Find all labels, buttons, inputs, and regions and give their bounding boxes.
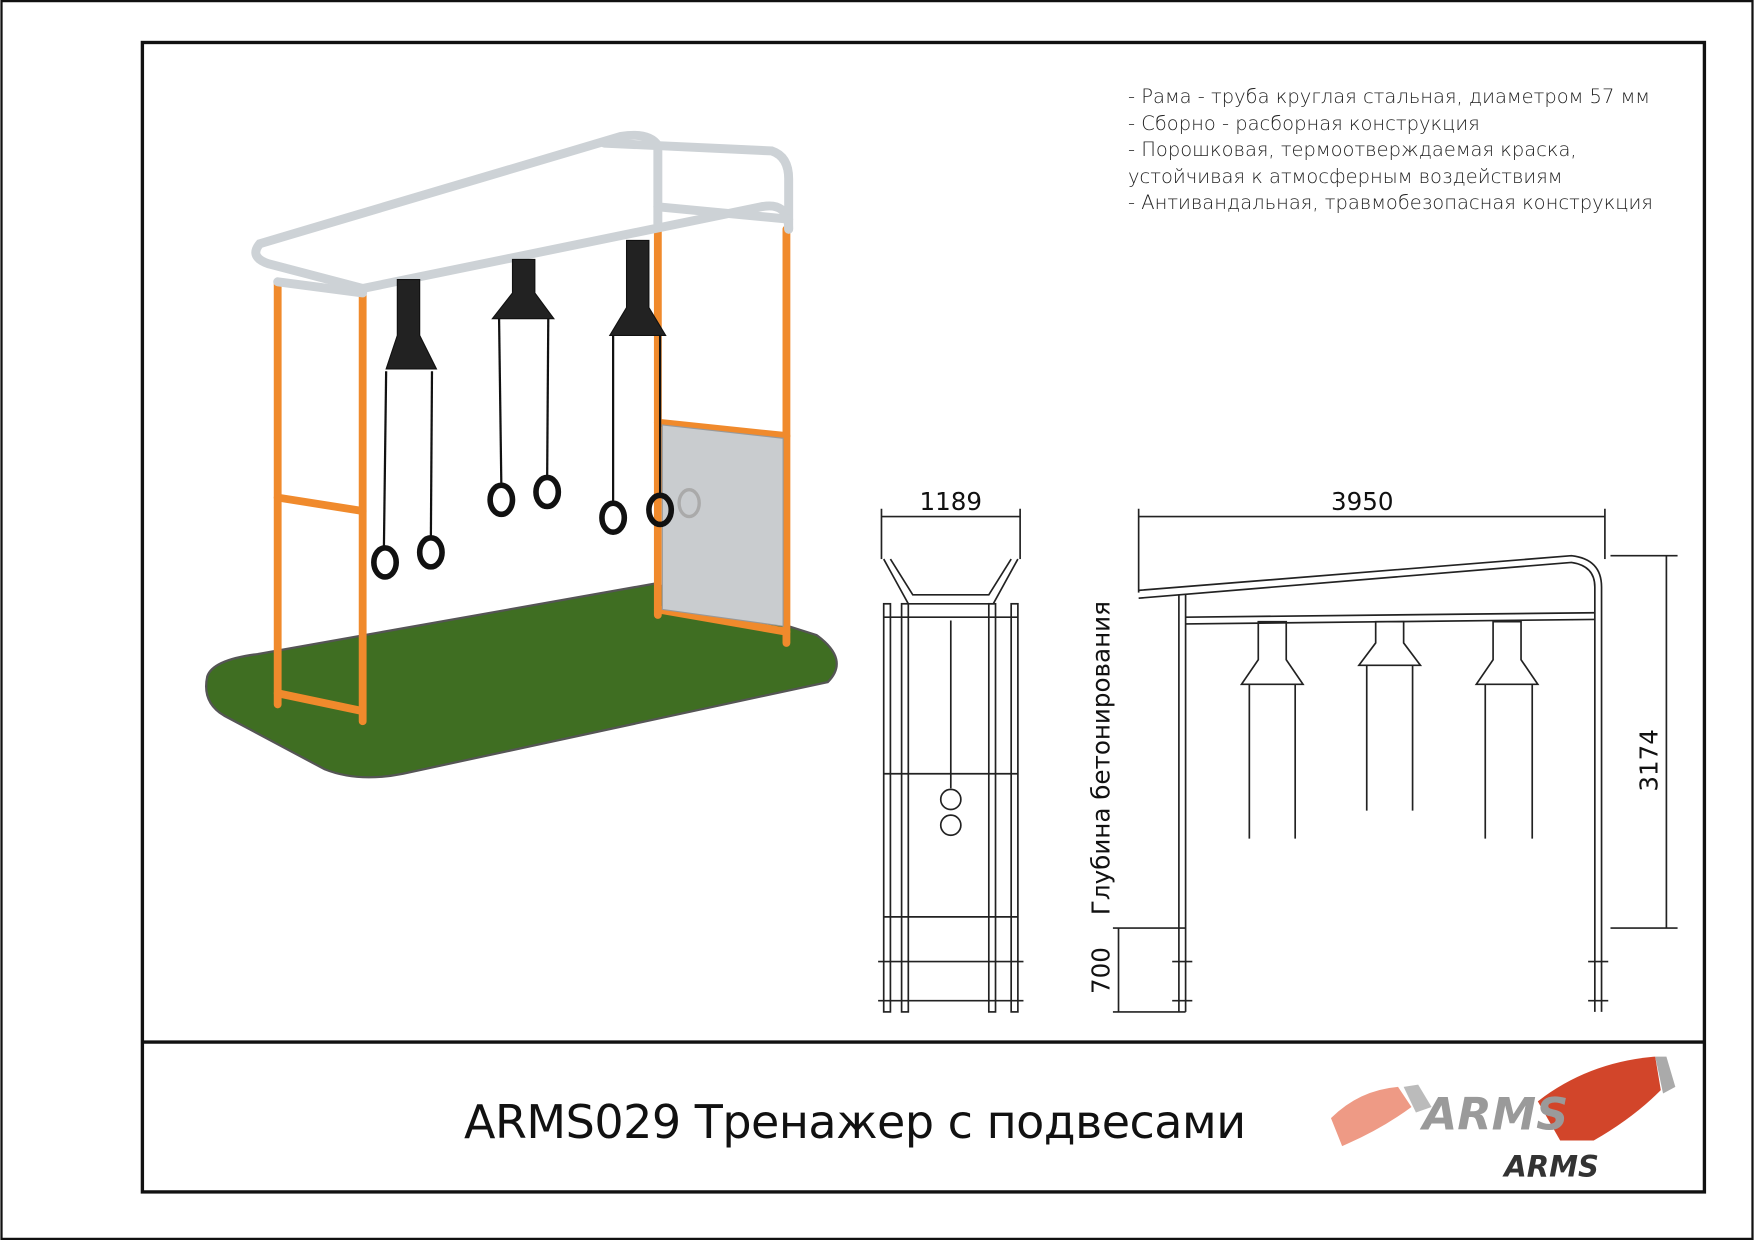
grass-base: [205, 582, 838, 779]
spec-line: - Порошковая, термоотверждаемая краска,: [1128, 138, 1577, 161]
logo-text-large: ARMS: [1420, 1087, 1569, 1140]
dimension-front-length: 3950: [1331, 487, 1394, 516]
product-title: ARMS029 Тренажер с подвесами: [464, 1095, 1246, 1149]
product-render: [205, 130, 838, 779]
dimension-depth: 700: [1087, 947, 1116, 994]
side-panel: [661, 424, 784, 627]
side-view-drawing: [878, 508, 1024, 1013]
front-view-drawing: [1112, 508, 1678, 1013]
dimension-height: 3174: [1634, 729, 1663, 792]
spec-line: - Сборно - расборная конструкция: [1128, 111, 1480, 135]
arms-logo: ARMS ARMS: [1330, 1056, 1676, 1183]
depth-label: Глубина бетонирования: [1087, 601, 1116, 915]
specifications-list: - Рама - труба круглая стальная, диаметр…: [1128, 84, 1653, 217]
spec-line: - Рама - труба круглая стальная, диаметр…: [1128, 85, 1650, 108]
spec-line: устойчивая к атмосферным воздействиям: [1128, 164, 1563, 188]
logo-text-small: ARMS: [1502, 1149, 1599, 1183]
spec-line: - Антивандальная, травмобезопасная конст…: [1128, 191, 1653, 214]
dimension-side-width: 1189: [920, 487, 983, 516]
inner-frame: [140, 40, 1707, 1194]
